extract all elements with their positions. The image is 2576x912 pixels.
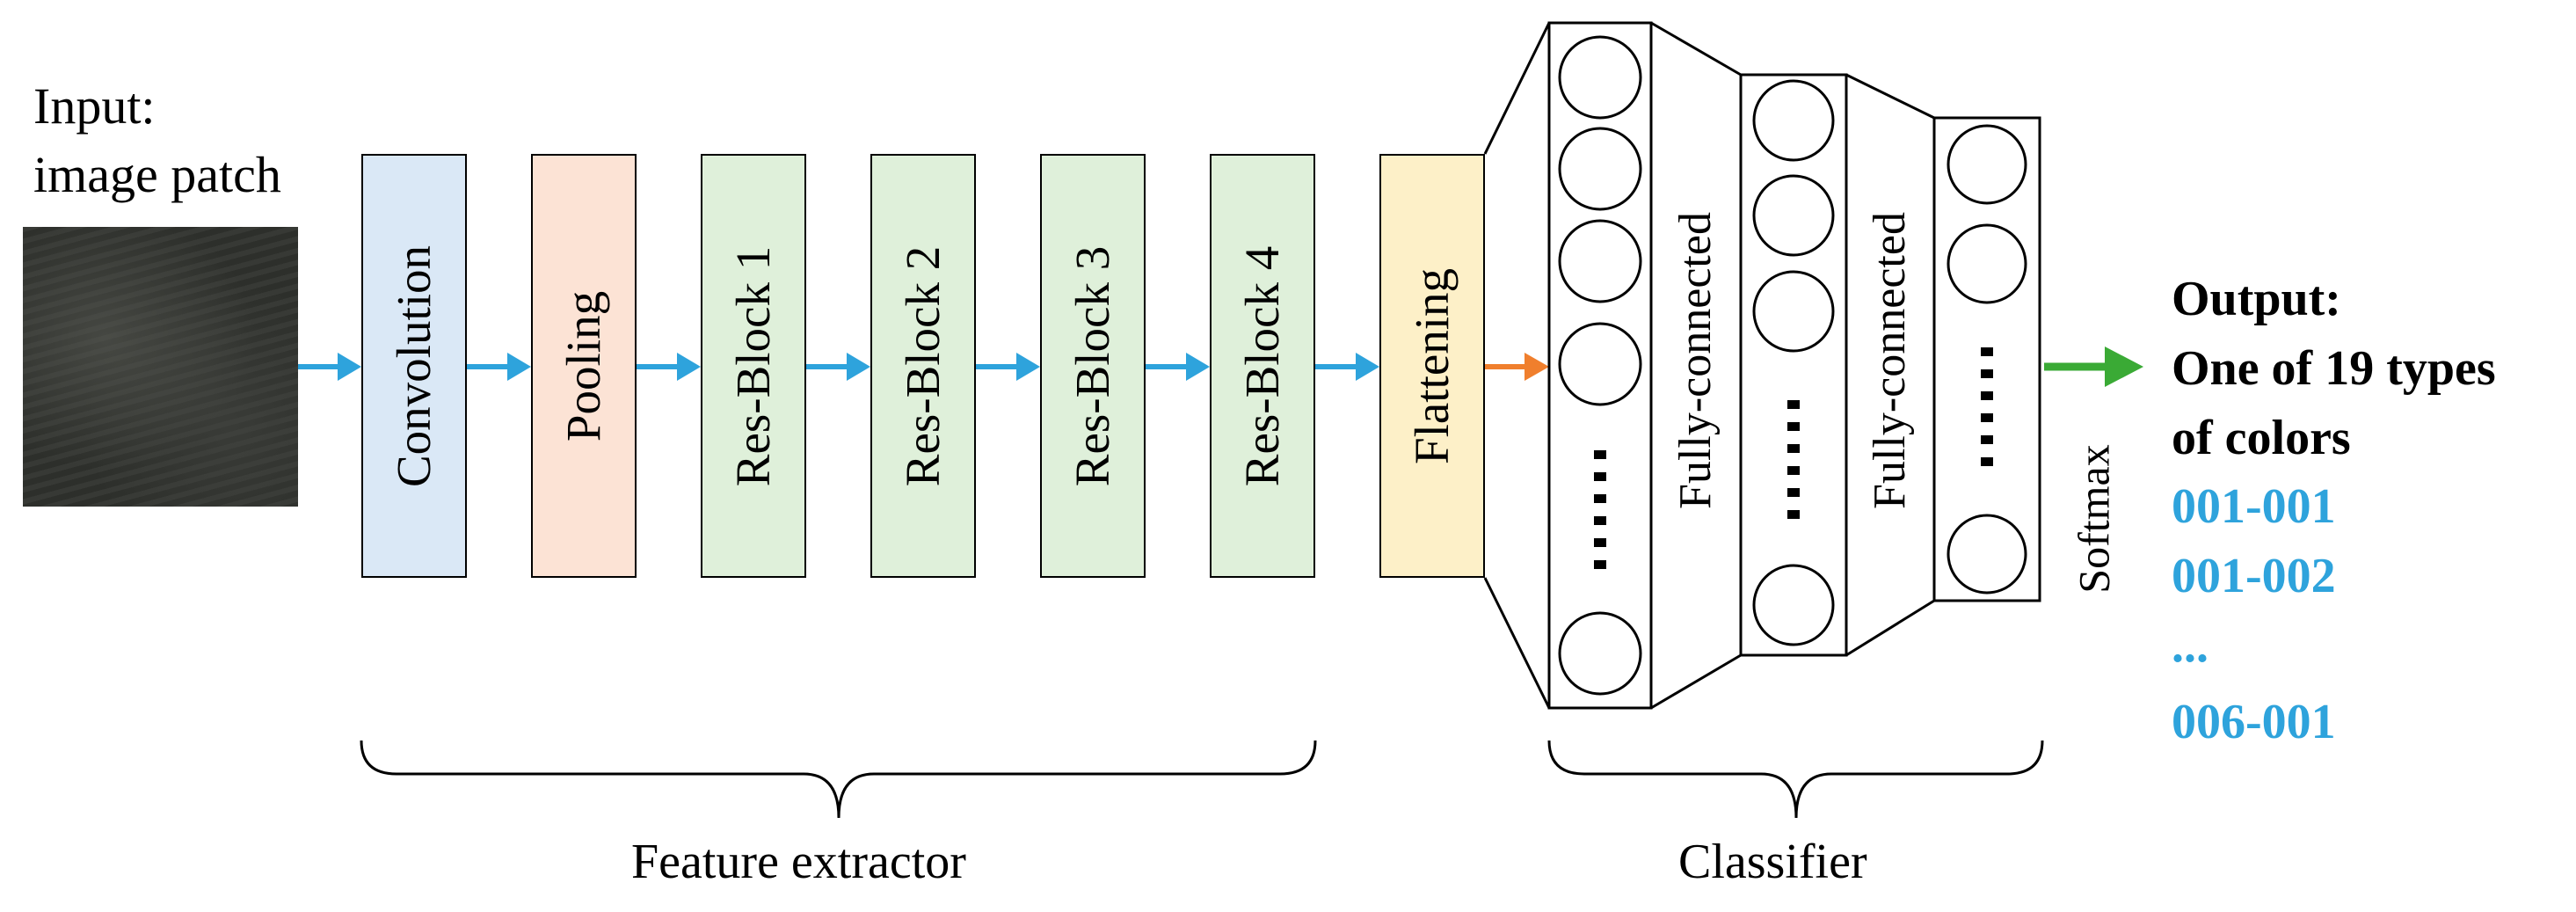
- convolution-block: Convolution: [361, 154, 467, 578]
- input-label-line2: image patch: [33, 146, 281, 203]
- arrow-res-block-1-to-2: [806, 353, 870, 381]
- arrow-res-block-3-to-4: [1146, 353, 1210, 381]
- ellipsis-dots-1: [1594, 450, 1606, 569]
- output-line-2: One of 19 types: [2172, 341, 2496, 396]
- ellipsis-dots-3: [1981, 347, 1993, 466]
- classifier-brace: [1547, 740, 2044, 819]
- res-block-4: Res-Block 4: [1210, 154, 1315, 578]
- fc-label-2: Fully-connected: [1865, 212, 1915, 509]
- ellipsis-dots-2: [1787, 400, 1800, 519]
- output-title: Output:: [2172, 272, 2341, 326]
- fc-label-1: Fully-connected: [1670, 212, 1721, 509]
- fc-layer-2: [1739, 73, 1848, 657]
- neuron-group-1: [1558, 35, 1642, 696]
- neuron-group-2: [1752, 79, 1835, 646]
- output-line-3: of colors: [2172, 411, 2351, 465]
- flow-arrows: [298, 347, 2143, 387]
- input-label-line1: Input:: [33, 77, 156, 135]
- pooling-block: Pooling: [531, 154, 637, 578]
- output-code-ellipsis: ...: [2172, 618, 2209, 673]
- feature-extractor-label: Feature extractor: [631, 835, 966, 889]
- arrow-flattening-to-classifier: [1485, 353, 1549, 381]
- res-block-3: Res-Block 3: [1040, 154, 1146, 578]
- classifier-label: Classifier: [1678, 835, 1867, 889]
- softmax-label: Softmax: [2070, 444, 2119, 594]
- res-block-1: Res-Block 1: [701, 154, 806, 578]
- output-layer: [1932, 116, 2041, 602]
- arrow-classifier-to-output: [2044, 347, 2143, 387]
- arrow-input-to-convolution: [298, 353, 361, 381]
- layer-connectors: [1483, 21, 1935, 710]
- neuron-group-3: [1947, 124, 2027, 595]
- fc-layer-1: [1547, 21, 1653, 710]
- flattening-block: Flattening: [1379, 154, 1485, 578]
- res-block-2: Res-Block 2: [870, 154, 976, 578]
- arrow-convolution-to-pooling: [467, 353, 531, 381]
- feature-extractor-brace: [360, 740, 1317, 819]
- output-code-2: 001-002: [2172, 549, 2336, 603]
- output-code-1: 001-001: [2172, 479, 2336, 534]
- input-image-patch: [23, 227, 298, 507]
- arrow-res-block-4-to-flattening: [1315, 353, 1379, 381]
- arrow-res-block-2-to-3: [976, 353, 1040, 381]
- output-code-last: 006-001: [2172, 695, 2336, 749]
- arrow-pooling-to-res-block-1: [637, 353, 701, 381]
